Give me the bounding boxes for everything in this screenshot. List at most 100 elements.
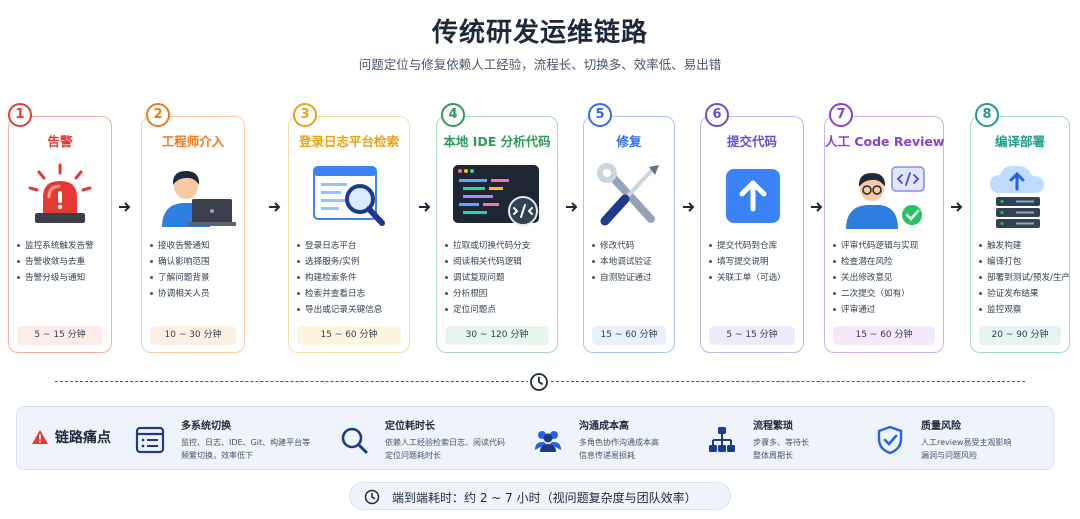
step-number: 7: [829, 103, 853, 127]
engineer-laptop-icon: [142, 161, 244, 231]
step-task: 填写提交说明: [709, 254, 799, 270]
step-card: 提交代码 提交代码到仓库 填写提交说明 关联工单（可选） 5 ~ 15 分钟: [700, 116, 804, 353]
step-task: 评审代码逻辑与实现: [833, 238, 939, 254]
step-task: 登录日志平台: [297, 238, 405, 254]
step-task: 检查潜在风险: [833, 254, 939, 270]
step-title: 修复: [616, 134, 642, 149]
step-duration: 10 ~ 30 分钟: [150, 326, 236, 345]
warning-icon: [32, 430, 48, 444]
step-card: 登录日志平台检索 登录日志平台 选择服务/实例 构建检索条件 检索并查看日志 导…: [288, 116, 410, 353]
arrow-right-icon: [566, 202, 578, 212]
step-task-list: 触发构建 编译打包 部署到测试/预发/生产 验证发布结果 监控观察: [979, 238, 1070, 318]
step-number: 3: [293, 103, 317, 127]
step-task-list: 接收告警通知 确认影响范围 了解问题背景 协调相关人员: [150, 238, 240, 302]
pain-points-label: 链路痛点: [55, 430, 111, 446]
step-task: 触发构建: [979, 238, 1065, 254]
step-title: 编译部署: [994, 134, 1045, 149]
log-search-icon: [289, 161, 409, 231]
step-duration: 5 ~ 15 分钟: [17, 326, 103, 345]
arrow-right-icon: [951, 202, 963, 212]
step-task: 导出或记录关键信息: [297, 302, 405, 318]
step-task: 接收告警通知: [150, 238, 240, 254]
step-task: 监控观察: [979, 302, 1065, 318]
step-task: 告警收敛与去重: [17, 254, 107, 270]
flow-icon: [709, 427, 735, 452]
step-task: 了解问题背景: [150, 270, 240, 286]
pain-title: 质量风险: [921, 421, 961, 432]
step-task: 确认影响范围: [150, 254, 240, 270]
step-number: 6: [705, 103, 729, 127]
step-number: 1: [8, 103, 32, 127]
step-duration: 30 ~ 120 分钟: [445, 326, 549, 345]
step-card: 本地 IDE 分析代码 拉取或切换代码分支 阅读相关代码逻辑 调试复现问题 分析…: [436, 116, 558, 353]
step-number: 2: [146, 103, 170, 127]
step-task: 监控系统触发告警: [17, 238, 107, 254]
step-task: 部署到测试/预发/生产: [979, 270, 1070, 286]
step-task-list: 评审代码逻辑与实现 检查潜在风险 关出修改意见 二次提交（如有） 评审通过: [833, 238, 939, 318]
step-task: 关联工单（可选）: [709, 270, 799, 286]
alarm-light-icon: [9, 161, 111, 231]
arrow-right-icon: [419, 202, 431, 212]
step-card: 人工 Code Review 评审代码逻辑与实现 检查潜在风险 关出修改意见 二…: [824, 116, 944, 353]
step-card: 修复 修改代码 本地调试验证 自测验证通过 15 ~ 60 分钟: [583, 116, 675, 353]
step-task-list: 拉取或切换代码分支 阅读相关代码逻辑 调试复现问题 分析根因 定位问题点: [445, 238, 553, 318]
step-task: 定位问题点: [445, 302, 553, 318]
step-task: 分析根因: [445, 286, 553, 302]
step-title: 工程师介入: [161, 134, 225, 149]
step-number: 8: [975, 103, 999, 127]
step-task: 选择服务/实例: [297, 254, 405, 270]
pain-desc: 依赖人工经验检索日志、阅读代码: [385, 438, 505, 447]
magnifier-icon: [341, 427, 368, 454]
step-task: 检索并查看日志: [297, 286, 405, 302]
page-subtitle: 问题定位与修复依赖人工经验，流程长、切换多、效率低、易出错: [358, 57, 722, 72]
pain-title: 沟通成本高: [579, 421, 629, 432]
step-number: 4: [441, 103, 465, 127]
step-task: 二次提交（如有）: [833, 286, 939, 302]
step-task: 构建检索条件: [297, 270, 405, 286]
step-title: 告警: [47, 134, 73, 149]
cloud-server-icon: [971, 161, 1069, 231]
pain-title: 多系统切换: [181, 421, 231, 432]
pain-title: 定位耗时长: [385, 421, 435, 432]
upload-arrow-icon: [701, 161, 803, 231]
step-task-list: 修改代码 本地调试验证 自测验证通过: [592, 238, 670, 286]
pain-desc: 定位问题耗时长: [385, 451, 441, 460]
step-task: 调试复现问题: [445, 270, 553, 286]
step-duration: 15 ~ 60 分钟: [297, 326, 401, 345]
step-task-list: 登录日志平台 选择服务/实例 构建检索条件 检索并查看日志 导出或记录关键信息: [297, 238, 405, 318]
clock-icon: [364, 489, 380, 505]
step-task-list: 提交代码到仓库 填写提交说明 关联工单（可选）: [709, 238, 799, 286]
step-duration: 5 ~ 15 分钟: [709, 326, 795, 345]
arrow-right-icon: [683, 202, 695, 212]
code-reviewer-icon: [825, 161, 943, 231]
pain-points-panel: 链路痛点 多系统切换 监控、日志、IDE、Git、构建平台等 频繁切换，效率低下…: [16, 406, 1054, 470]
pain-desc: 人工review易受主观影响: [921, 438, 1012, 447]
arrow-right-icon: [119, 202, 131, 212]
pain-desc: 整体周期长: [753, 451, 793, 460]
step-task: 评审通过: [833, 302, 939, 318]
step-title: 提交代码: [726, 134, 777, 149]
pain-desc: 多角色协作沟通成本高: [579, 438, 659, 447]
step-title: 登录日志平台检索: [298, 134, 399, 149]
clock-icon: [528, 371, 550, 393]
arrow-right-icon: [811, 202, 823, 212]
pain-desc: 步骤多、等待长: [753, 438, 809, 447]
ide-code-icon: [437, 161, 557, 231]
pain-desc: 监控、日志、IDE、Git、构建平台等: [181, 438, 311, 447]
step-task: 提交代码到仓库: [709, 238, 799, 254]
step-task: 修改代码: [592, 238, 670, 254]
window-list-icon: [135, 426, 165, 454]
step-task: 自测验证通过: [592, 270, 670, 286]
step-task: 本地调试验证: [592, 254, 670, 270]
step-title: 本地 IDE 分析代码: [443, 134, 551, 149]
arrow-right-icon: [269, 202, 281, 212]
pain-title: 流程繁琐: [753, 421, 793, 432]
step-task: 告警分级与通知: [17, 270, 107, 286]
step-card: 编译部署 触发构建 编译打包 部署到测试/预发/生产 验证发布结果 监控观察 2…: [970, 116, 1070, 353]
step-task: 编译打包: [979, 254, 1065, 270]
total-duration-text: 端到端耗时：约 2 ~ 7 小时（视问题复杂度与团队效率）: [392, 491, 697, 505]
step-task: 关出修改意见: [833, 270, 939, 286]
pain-desc: 频繁切换，效率低下: [181, 451, 253, 460]
step-card: 工程师介入 接收告警通知 确认影响范围 了解问题背景 协调相关人员 10 ~ 3…: [141, 116, 245, 353]
step-number: 5: [588, 103, 612, 127]
